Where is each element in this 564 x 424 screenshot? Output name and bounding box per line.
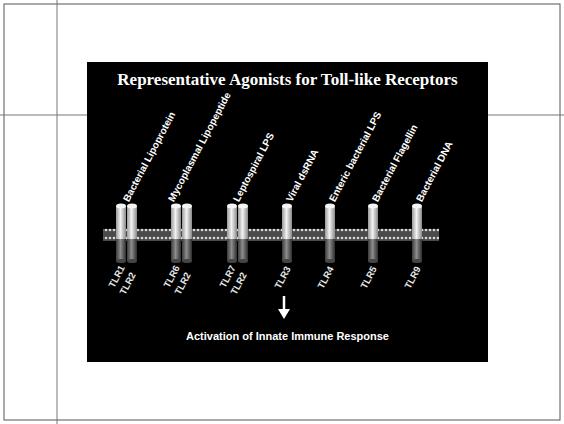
slide-panel xyxy=(87,62,488,362)
agonist-label: Bacterial DNA xyxy=(414,139,456,204)
down-arrow xyxy=(278,296,290,319)
agonist-label: Bacterial Flagellin xyxy=(370,123,421,204)
slide-border xyxy=(4,4,560,420)
receptor-label: TLR9 xyxy=(402,264,423,290)
agonist-label: Leptospiral LPS xyxy=(231,131,277,204)
receptor-label: TLR4 xyxy=(315,264,336,290)
agonist-label: Viral dsRNA xyxy=(284,147,322,204)
receptor-label: TLR5 xyxy=(358,264,379,290)
receptors xyxy=(116,204,422,264)
guide-line xyxy=(57,0,58,424)
outcome-label: Activation of Innate Immune Response xyxy=(87,329,488,343)
slide-title: Representative Agonists for Toll-like Re… xyxy=(87,70,488,90)
membrane xyxy=(103,228,439,241)
agonist-label: Mycoplasmal Lipopeptide xyxy=(166,90,234,204)
receptor-label: TLR3 xyxy=(272,264,293,290)
